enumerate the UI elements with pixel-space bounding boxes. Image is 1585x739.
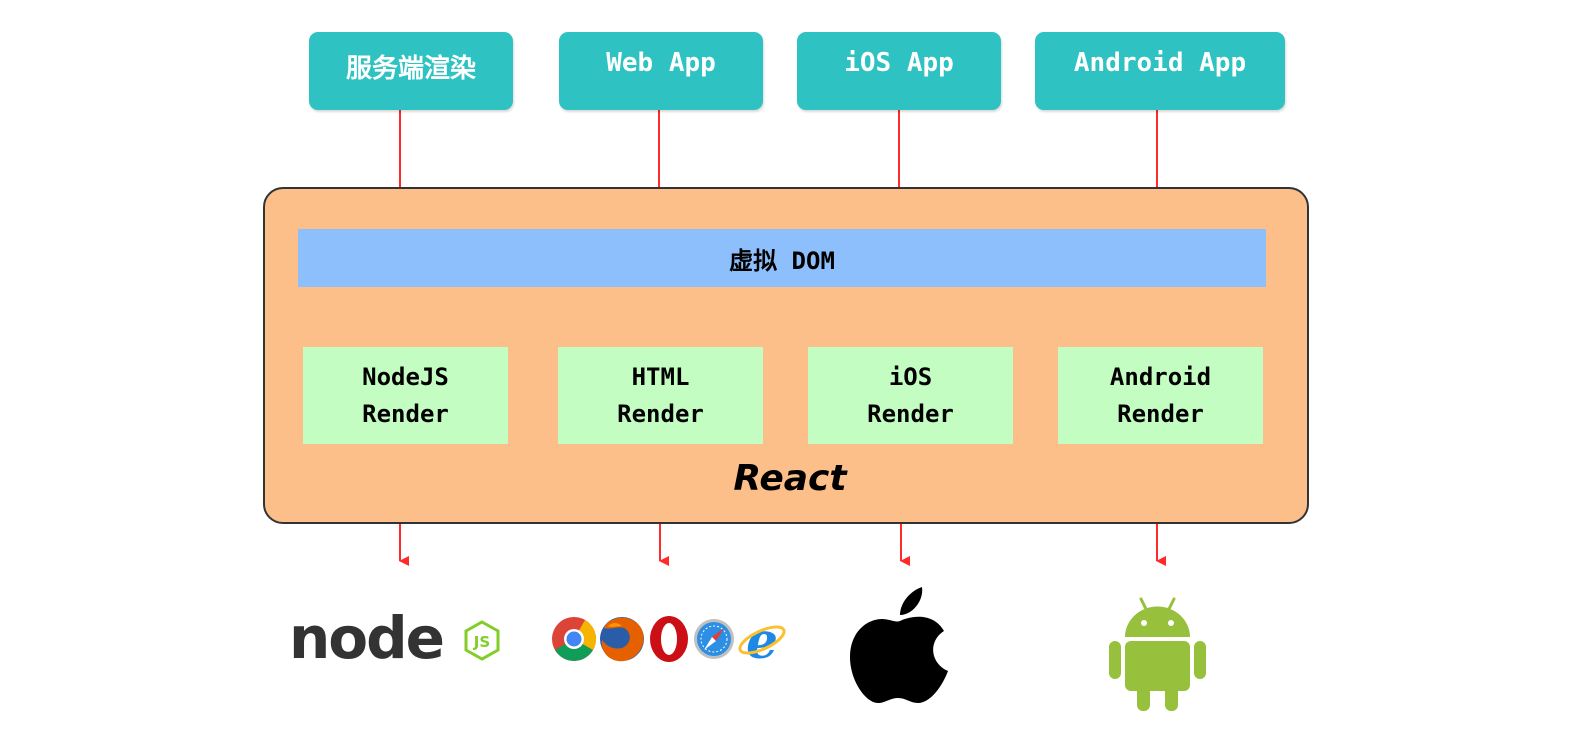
nodejs-logo-badge: JS — [473, 633, 490, 651]
render-box-android: Android Render — [1058, 347, 1263, 444]
render-box-nodejs: NodeJS Render — [303, 347, 508, 444]
apple-logo-icon — [850, 587, 948, 703]
render-box-ios: iOS Render — [808, 347, 1013, 444]
react-label: React — [733, 458, 847, 499]
opera-icon — [650, 616, 688, 662]
render-label-line2: Render — [362, 399, 449, 428]
chrome-icon — [552, 617, 596, 661]
render-label-line2: Render — [617, 399, 704, 428]
source-box-ios-app: iOS App — [797, 32, 1001, 110]
source-label: Android App — [1073, 48, 1247, 78]
svg-text:e: e — [746, 611, 778, 668]
source-box-android-app: Android App — [1035, 32, 1285, 110]
nodejs-logo-wordmark: node — [289, 604, 443, 670]
source-box-ssr: 服务端渲染 — [309, 32, 513, 110]
render-label-line1: NodeJS — [362, 362, 449, 391]
source-label: 服务端渲染 — [345, 54, 476, 84]
render-label-line1: Android — [1109, 362, 1212, 391]
render-label-line2: Render — [1117, 399, 1204, 428]
source-label: iOS App — [844, 48, 954, 78]
safari-icon — [694, 619, 734, 659]
source-label: Web App — [606, 48, 716, 78]
render-label-line2: Render — [867, 399, 954, 428]
render-label-line1: HTML — [631, 362, 690, 391]
browser-icons-group: e — [552, 611, 786, 668]
nodejs-logo-icon: node JS — [289, 604, 500, 670]
android-robot-icon — [1109, 597, 1206, 711]
source-box-web-app: Web App — [559, 32, 763, 110]
render-box-html: HTML Render — [558, 347, 763, 444]
ie-icon: e — [738, 611, 786, 668]
virtual-dom-bar: 虚拟 DOM — [298, 229, 1266, 287]
firefox-icon — [600, 617, 644, 662]
nodejs-hexagon-icon — [464, 620, 500, 661]
virtual-dom-label: 虚拟 DOM — [729, 246, 835, 275]
render-label-line1: iOS — [888, 362, 933, 391]
